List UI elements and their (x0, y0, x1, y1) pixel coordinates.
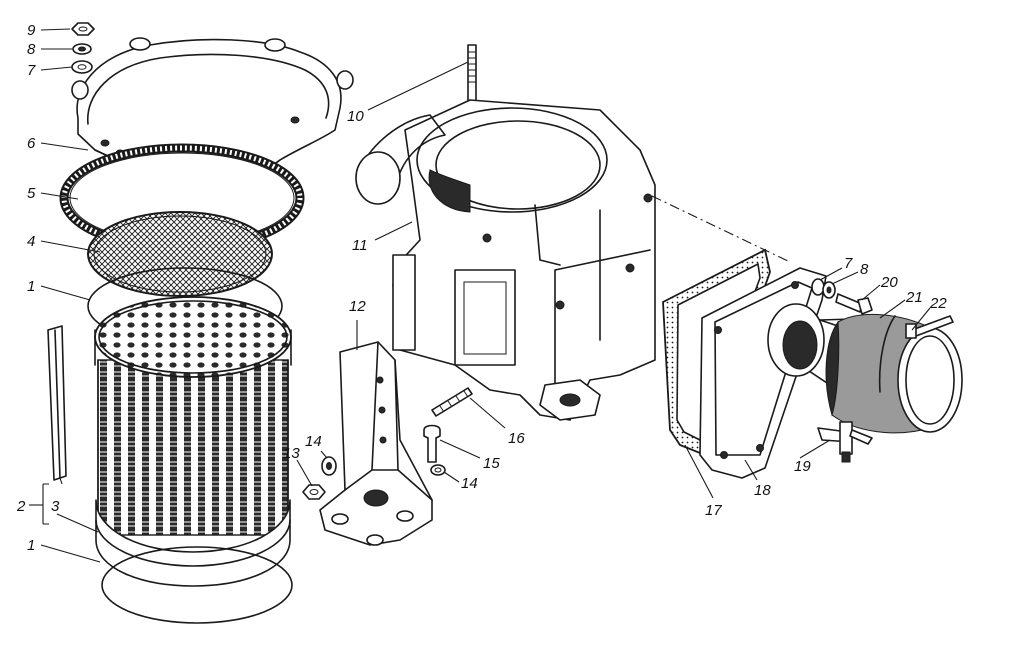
callout-4: 4 (27, 233, 35, 250)
callout-7-left: 7 (27, 62, 36, 79)
callout-17: 17 (705, 502, 722, 519)
nut-13 (302, 484, 326, 500)
pipe-21 (767, 303, 886, 386)
bolt-20 (835, 293, 873, 315)
callout-20: 20 (880, 274, 898, 291)
callout-3: 3 (51, 498, 60, 515)
stud-10 (467, 44, 477, 104)
callout-12: 12 (349, 298, 366, 315)
seal-ring-1-lower (101, 546, 293, 624)
callout-14-left: 14 (305, 433, 322, 450)
washer-14-right (430, 464, 446, 476)
callout-9: 9 (27, 22, 36, 39)
callout-5: 5 (27, 185, 36, 202)
inner-strip-3 (47, 325, 67, 481)
callout-18: 18 (754, 482, 771, 499)
hose-clamp-22 (825, 314, 963, 434)
assembly-axis-line (651, 195, 791, 263)
callout-1-upper: 1 (27, 278, 35, 295)
callout-11: 11 (352, 237, 368, 254)
washer-8-right (822, 281, 836, 299)
washer-7-left (71, 60, 93, 74)
housing-11 (355, 99, 656, 421)
callout-22: 22 (929, 295, 947, 312)
callout-19: 19 (794, 458, 811, 475)
leader-lines (29, 28, 931, 563)
bolt-15 (423, 424, 441, 463)
callout-7-right: 7 (844, 255, 853, 272)
drain-valve-19 (817, 421, 873, 463)
callout-16: 16 (508, 430, 525, 447)
washer-14-left (321, 456, 337, 476)
stud-16 (431, 387, 473, 417)
callout-13: 13 (283, 445, 300, 462)
callout-6: 6 (27, 135, 36, 152)
callout-8-right: 8 (860, 261, 869, 278)
callout-10: 10 (347, 108, 364, 125)
callout-numbers: 9 8 7 6 5 4 1 2 3 1 10 11 12 13 14 14 15… (16, 22, 947, 554)
callout-1-lower: 1 (27, 537, 35, 554)
bracket-12 (319, 341, 433, 546)
callout-8-left: 8 (27, 41, 36, 58)
callout-21: 21 (905, 289, 923, 306)
washer-8 (72, 43, 92, 55)
callout-15: 15 (483, 455, 500, 472)
filter-element-body (94, 296, 292, 587)
callout-2: 2 (16, 498, 26, 515)
mesh-screen-4 (87, 211, 273, 297)
washer-7-right (811, 278, 825, 296)
callout-14-right: 14 (461, 475, 478, 492)
nut-9 (71, 22, 95, 36)
